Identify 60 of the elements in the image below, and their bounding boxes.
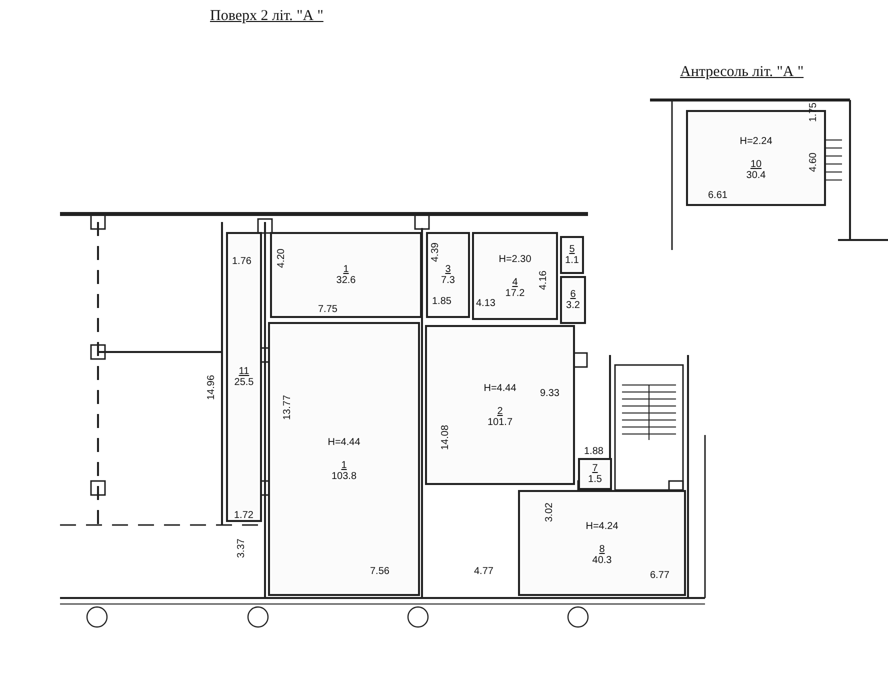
room-number: 11: [238, 366, 250, 377]
room-outline: [560, 236, 584, 274]
dimension-label: 3.02: [544, 502, 555, 522]
room-area: 40.3: [592, 554, 612, 566]
room-number: 1: [341, 460, 347, 470]
dimension-label: 4.39: [430, 242, 441, 262]
room-number: 3: [445, 264, 451, 275]
dimension-label: 7.56: [370, 566, 390, 577]
room-outline: [472, 232, 558, 320]
room-number: 7: [592, 463, 598, 474]
dimension-label: 3.37: [236, 538, 247, 558]
ceiling-height: H=2.30: [498, 254, 532, 264]
dimension-label: 1.76: [232, 256, 252, 267]
room-outline: [560, 276, 586, 324]
room-number: 8: [599, 544, 605, 554]
dimension-label: 14.96: [206, 374, 217, 400]
room-outline: [578, 458, 612, 490]
ceiling-height: H=4.44: [328, 436, 360, 448]
ceiling-height: H=4.24: [586, 520, 618, 532]
ceiling-height: H=2.24: [740, 136, 772, 146]
room-number: 1: [343, 264, 349, 275]
room-area: 1.5: [588, 474, 602, 485]
dimension-label: 1.85: [432, 296, 452, 307]
dimension-label: 14.08: [440, 424, 451, 450]
room-number: 6: [570, 289, 576, 300]
floor-heading: Антресоль літ. "А ": [680, 64, 804, 81]
dimension-label: 9.33: [540, 388, 560, 399]
room-area: 32.6: [336, 275, 356, 286]
room-outline: [425, 325, 575, 485]
room-outline: [518, 490, 686, 596]
room-outline: [268, 322, 420, 596]
room-number: 10: [750, 158, 762, 170]
dimension-label: 6.77: [650, 570, 670, 581]
ceiling-height: H=4.44: [484, 382, 516, 394]
room-area: 103.8: [331, 470, 357, 482]
dimension-label: 1.88: [584, 446, 604, 457]
room-number: 5: [569, 244, 575, 255]
dimension-label: 6.61: [708, 190, 728, 201]
room-outline: [270, 232, 422, 318]
room-area: 17.2: [505, 288, 525, 298]
dimension-label: 13.77: [282, 394, 293, 420]
room-area: 30.4: [746, 170, 766, 180]
dimension-label: 4.16: [538, 270, 549, 290]
floor-heading: Поверх 2 літ. "А ": [210, 8, 324, 25]
dimension-label: 4.20: [276, 248, 287, 268]
room-area: 101.7: [487, 416, 513, 428]
room-outline: [426, 232, 470, 318]
room-area: 1.1: [565, 255, 579, 266]
room-area: 25.5: [234, 377, 254, 388]
dimension-label: 7.75: [318, 304, 338, 315]
dimension-label: 1.72: [234, 510, 254, 521]
dimension-label: 1.75: [808, 102, 819, 122]
dimension-label: 4.13: [476, 298, 496, 309]
room-number: 4: [512, 276, 518, 288]
room-area: 3.2: [566, 300, 580, 311]
room-number: 2: [497, 406, 503, 416]
dimension-label: 4.60: [808, 152, 819, 172]
room-outline: [226, 232, 262, 522]
dimension-label: 4.77: [474, 566, 494, 577]
room-area: 7.3: [441, 275, 455, 286]
